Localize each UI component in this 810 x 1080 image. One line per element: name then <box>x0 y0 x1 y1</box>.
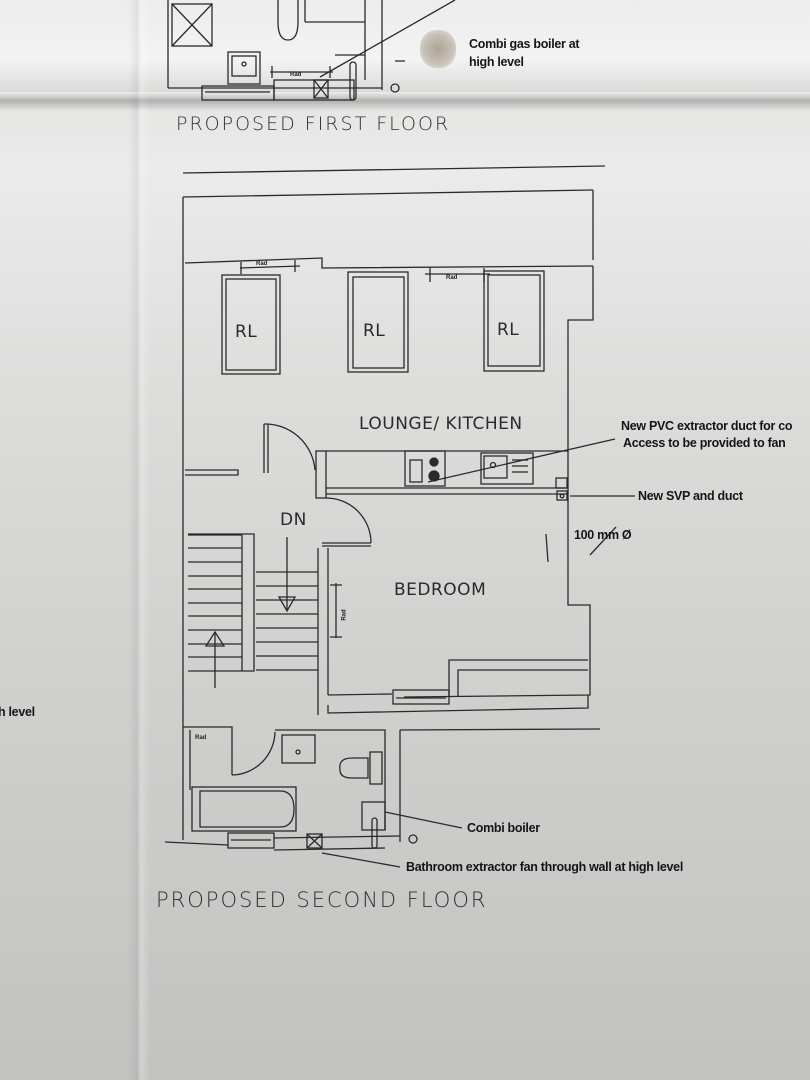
door-swing-icon <box>263 423 316 471</box>
first-floor-boiler-note-line2: high level <box>469 55 524 69</box>
combi-boiler-note: Combi boiler <box>467 821 540 835</box>
svp-note: New SVP and duct <box>638 489 743 503</box>
rad-label-4: Rad <box>195 735 207 741</box>
stair-up-arrow-icon <box>204 630 226 647</box>
rad-label-3: Rad <box>341 609 348 621</box>
cooker-hob-icon <box>404 450 446 487</box>
stair-down-arrow-icon <box>277 596 297 613</box>
rooflight-label-3: RL <box>497 320 520 340</box>
boiler-flue-icon <box>349 61 357 101</box>
bath-tub-icon <box>191 786 297 832</box>
first-floor-title: PROPOSED FIRST FLOOR <box>176 113 451 135</box>
rad-label-2: Rad <box>446 275 458 281</box>
first-floor-rad-label: Rad <box>290 72 302 78</box>
second-floor-plan <box>164 165 635 868</box>
wash-basin-icon <box>227 51 261 85</box>
first-floor-boiler-note-line1: Combi gas boiler at <box>469 37 580 51</box>
rad-label-1: Rad <box>256 261 268 267</box>
pipe-size-note: 100 mm Ø <box>574 528 632 542</box>
rooflight-label-2: RL <box>363 321 386 341</box>
toilet-icon <box>277 0 299 41</box>
bedroom-label: BEDROOM <box>394 580 487 600</box>
extractor-duct-note-line1: New PVC extractor duct for co <box>621 419 793 433</box>
rooflight-label-1: RL <box>235 322 258 342</box>
bathroom-extractor-fan-icon <box>306 833 323 849</box>
bathroom-toilet-icon <box>339 757 369 779</box>
combi-boiler-flue-icon <box>371 817 378 849</box>
bathroom-fan-note: Bathroom extractor fan through wall at h… <box>406 860 684 874</box>
extractor-fan-icon <box>313 79 329 99</box>
bathroom-basin-icon <box>281 734 316 764</box>
stairs-down-label: DN <box>280 510 307 530</box>
paper-fold-vertical <box>128 0 150 1080</box>
left-page-fragment-text: h level <box>0 705 35 719</box>
bathroom-window-icon <box>227 832 275 849</box>
shower-tray-icon <box>171 3 213 47</box>
extractor-duct-note-line2: Access to be provided to fan <box>623 436 786 450</box>
coffee-stain <box>420 30 456 68</box>
second-floor-title: PROPOSED SECOND FLOOR <box>156 888 488 912</box>
bathroom-door-swing-icon <box>231 731 276 776</box>
bedroom-window-icon <box>392 689 450 705</box>
svp-duct-icon <box>556 490 568 501</box>
first-floor-plan <box>167 0 456 101</box>
lounge-kitchen-label: LOUNGE/ KITCHEN <box>359 414 523 434</box>
kitchen-sink-icon <box>480 452 534 485</box>
